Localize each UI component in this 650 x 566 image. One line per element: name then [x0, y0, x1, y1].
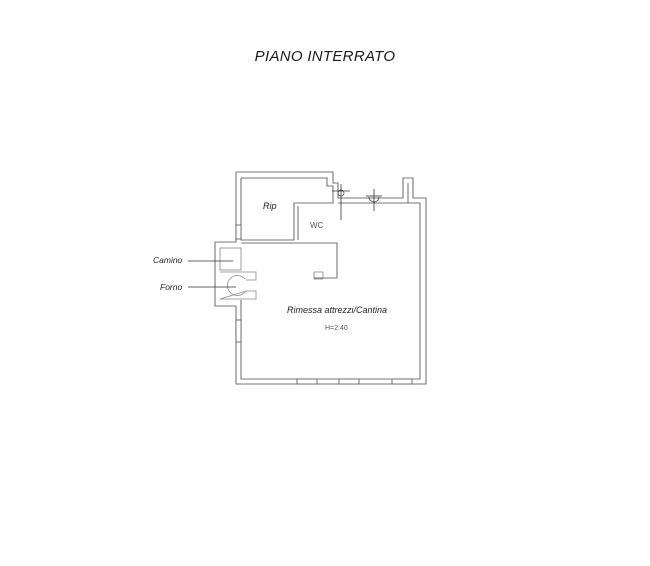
ceiling-light-icon: [332, 184, 350, 220]
drawing-title: PIANO INTERRATO: [254, 48, 396, 65]
room-label-rimessa: Rimessa attrezzi/Cantina: [287, 305, 387, 315]
window-bottom-3: [391, 378, 413, 385]
callout-camino: Camino: [153, 255, 183, 265]
sink-symbol: [313, 271, 324, 280]
window-left-top: [235, 224, 242, 240]
room-label-wc: WC: [310, 221, 324, 230]
ceiling-light-icon: [366, 189, 382, 211]
window-bottom-2: [338, 378, 360, 385]
room-height-note: H=2.40: [325, 325, 348, 332]
outer-walls: [214, 171, 427, 385]
callout-forno: Forno: [160, 282, 182, 292]
window-bottom-1: [296, 378, 318, 385]
camino-forno-block: [219, 247, 257, 300]
room-label-rip: Rip: [263, 201, 277, 211]
window-left-bottom: [235, 319, 242, 343]
